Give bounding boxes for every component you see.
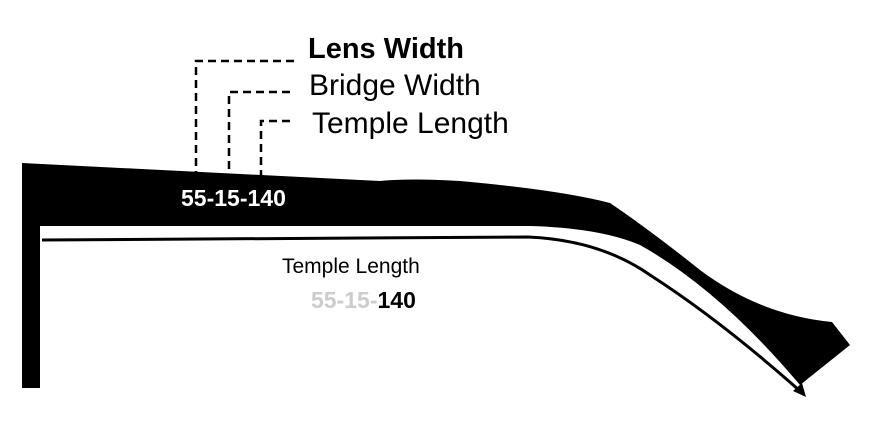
arm-size-code: 55-15-140	[181, 185, 286, 211]
temple-length-key-label: Temple Length	[312, 107, 509, 140]
lens-width-label: Lens Width	[308, 33, 465, 65]
leader-temple-length	[259, 119, 290, 176]
caption-code-lens: 55-	[311, 287, 345, 313]
temple-arm-shape	[22, 163, 850, 388]
arrow-head-icon	[793, 383, 806, 397]
bridge-width-label: Bridge Width	[309, 69, 481, 102]
leader-lens-width	[194, 59, 294, 172]
temple-length-measure-line	[41, 235, 801, 393]
temple-length-caption: Temple Length	[282, 255, 420, 278]
caption-code-bridge: 15-	[344, 287, 378, 313]
leader-bridge-width	[227, 90, 290, 174]
caption-size-code: 55-15-140	[311, 287, 416, 314]
caption-code-temple: 140	[377, 287, 416, 313]
